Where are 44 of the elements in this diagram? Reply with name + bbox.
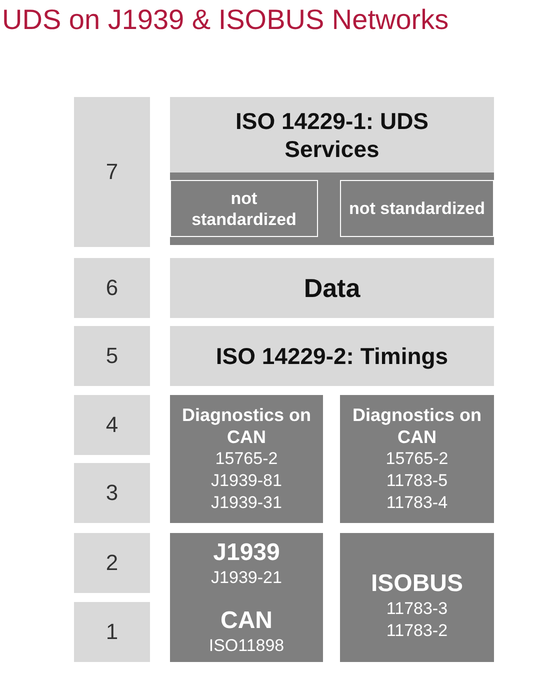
layer-number-box — [74, 533, 150, 593]
layer-number-box — [74, 395, 150, 455]
layer-title: Data — [304, 272, 360, 304]
layer-box — [170, 97, 494, 245]
standard-number: J1939-31 — [211, 492, 282, 514]
protocol-box — [340, 533, 494, 662]
standard-number: J1939-21 — [211, 566, 282, 588]
protocol-name: CAN — [220, 606, 272, 634]
layer-number-box — [74, 326, 150, 386]
standard-number: 11783-4 — [386, 492, 448, 514]
layer-number: 1 — [106, 619, 118, 645]
layer-number: 7 — [106, 159, 118, 185]
title: UDS on J1939 & ISOBUS Networks — [2, 4, 449, 36]
standard-number: 11783-3 — [386, 598, 448, 620]
protocol-box — [340, 395, 494, 523]
protocol-box — [170, 395, 323, 523]
sub-box — [340, 180, 494, 237]
layer-number-box — [74, 258, 150, 318]
protocol-box — [170, 533, 323, 662]
box-text: not standardized — [348, 198, 486, 219]
standard-number: 11783-5 — [386, 470, 448, 492]
layer-number: 2 — [106, 550, 118, 576]
protocol-name: Diagnostics on CAN — [180, 404, 312, 448]
standard-number: 11783-2 — [386, 620, 448, 642]
standard-number: 15765-2 — [386, 448, 448, 470]
layer-number: 3 — [106, 480, 118, 506]
standard-number: 15765-2 — [215, 448, 278, 470]
layer-box — [170, 326, 494, 386]
layer-box — [170, 258, 494, 318]
layer-title: ISO 14229-1: UDS Services — [234, 107, 430, 163]
standard-number: ISO11898 — [208, 634, 284, 656]
layer-number-box — [74, 97, 150, 247]
layer-number: 4 — [106, 412, 118, 438]
protocol-name: J1939 — [213, 538, 280, 566]
protocol-name: ISOBUS — [370, 570, 463, 598]
layer-number-box — [74, 463, 150, 523]
sub-box — [170, 180, 318, 237]
layer-number: 5 — [106, 343, 118, 369]
layer-number: 6 — [106, 275, 118, 301]
standard-number: J1939-81 — [211, 470, 282, 492]
layer-title: ISO 14229-2: Timings — [216, 342, 448, 370]
box-text: not standardized — [190, 188, 298, 230]
layer-number-box — [74, 602, 150, 662]
protocol-name: Diagnostics on CAN — [351, 404, 482, 448]
